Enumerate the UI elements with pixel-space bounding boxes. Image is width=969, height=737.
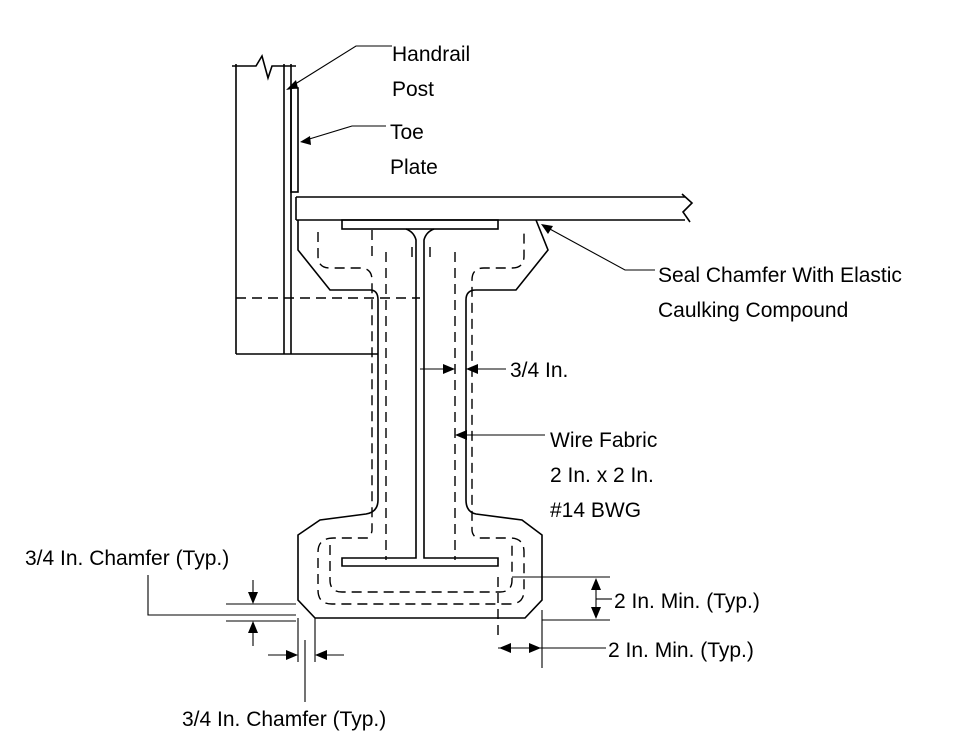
horizontal-min-dimension [498, 610, 606, 668]
horizontal-min-label: 2 In. Min. (Typ.) [608, 639, 754, 662]
deck-slab [295, 193, 694, 223]
toe-plate [290, 87, 299, 193]
seal-chamfer-leader [541, 224, 655, 271]
toe-plate-label-line1: Toe [390, 121, 424, 144]
vertical-min-dimension [512, 576, 612, 621]
handrail-label-line2: Post [392, 78, 434, 101]
wire-fabric-label-line1: Wire Fabric [550, 429, 657, 452]
toe-plate-leader [300, 125, 386, 145]
seal-chamfer-label-line1: Seal Chamfer With Elastic [658, 264, 902, 287]
left-chamfer-label: 3/4 In. Chamfer (Typ.) [25, 547, 229, 570]
seal-chamfer-label-line2: Caulking Compound [658, 299, 848, 322]
left-chamfer-dimension [147, 575, 296, 646]
wire-fabric [236, 230, 525, 640]
steel-i-beam [341, 219, 499, 567]
wire-fabric-label-line3: #14 BWG [550, 499, 641, 522]
bottom-chamfer-dimension [268, 618, 344, 702]
handrail-label-line1: Handrail [392, 43, 470, 66]
wire-fabric-label-line2: 2 In. x 2 In. [550, 464, 654, 487]
handrail-leader [286, 45, 392, 90]
handrail-post [232, 53, 378, 355]
cover-dimension [420, 364, 506, 374]
toe-plate-label-line2: Plate [390, 156, 438, 179]
cover-label: 3/4 In. [510, 359, 568, 382]
bottom-chamfer-label: 3/4 In. Chamfer (Typ.) [182, 708, 386, 731]
vertical-min-label: 2 In. Min. (Typ.) [614, 590, 760, 613]
concrete-encasement-outline [297, 219, 549, 619]
wire-fabric-leader [455, 430, 545, 440]
